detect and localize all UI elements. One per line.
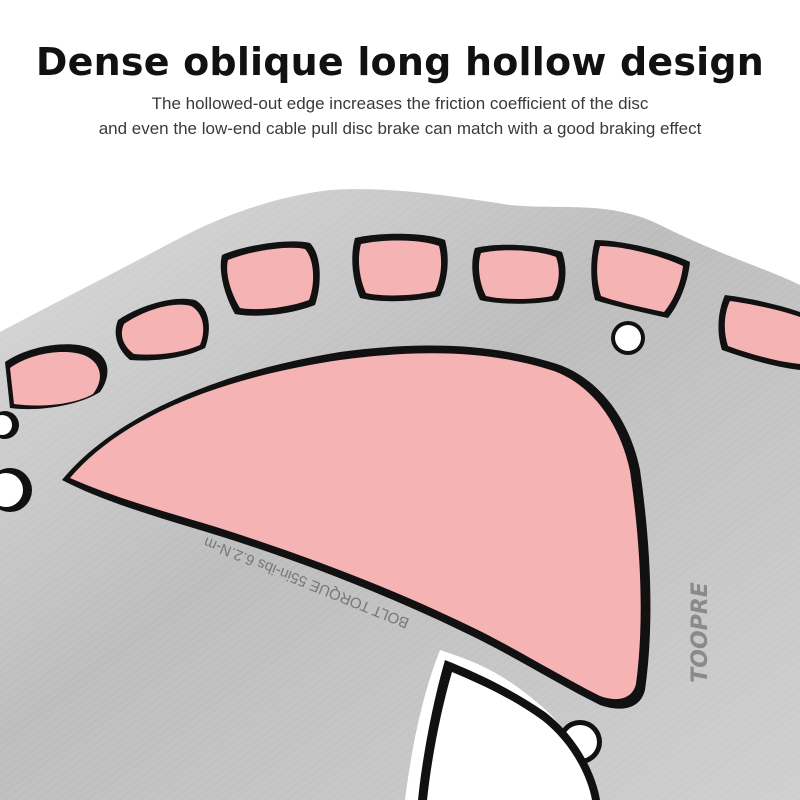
central-cutout xyxy=(62,345,651,709)
subtitle-line-2: and even the low-end cable pull disc bra… xyxy=(98,119,702,138)
header: Dense oblique long hollow design The hol… xyxy=(0,0,800,150)
rim-cutouts xyxy=(5,233,800,410)
subtitle-line-1: The hollowed-out edge increases the fric… xyxy=(151,94,649,113)
page-title: Dense oblique long hollow design xyxy=(35,40,765,84)
lower-openings xyxy=(418,660,600,800)
rivet-holes xyxy=(0,321,645,764)
brand-mark: TOOPRE xyxy=(687,582,713,683)
